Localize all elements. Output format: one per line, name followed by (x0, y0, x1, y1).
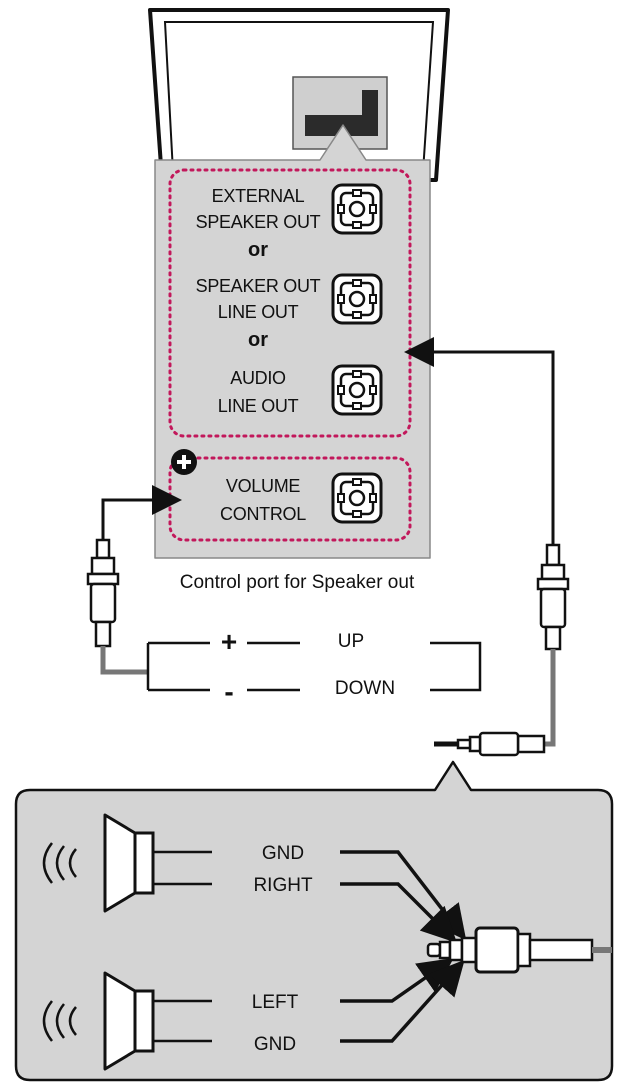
gnd-top-label: GND (262, 843, 304, 864)
speaker-out-line-out-label-line2: LINE OUT (218, 302, 299, 322)
right-channel-label: RIGHT (253, 875, 313, 896)
plus-sign-label: + (221, 626, 237, 657)
audio-line-out-label-line2: LINE OUT (218, 396, 299, 416)
external-speaker-out-port-icon (331, 183, 383, 235)
speaker-out-line-out-label-line1: SPEAKER OUT (196, 276, 321, 296)
plus-badge-icon (171, 449, 197, 475)
right-speaker-icon (42, 813, 155, 913)
stereo-plug-icon (426, 926, 612, 974)
volume-control-label-line1: VOLUME (226, 476, 301, 496)
up-label: UP (338, 631, 364, 652)
speaker-out-line-out-port-icon (331, 273, 383, 325)
or-label-2: or (248, 329, 268, 351)
volume-control-group-outline (168, 456, 412, 542)
down-label: DOWN (335, 678, 395, 699)
audio-out-cable (404, 337, 570, 757)
audio-line-out-label-line1: AUDIO (230, 368, 286, 388)
gnd-bottom-label: GND (254, 1034, 296, 1055)
or-label-1: or (248, 239, 268, 261)
volume-control-label-line2: CONTROL (220, 504, 306, 524)
left-channel-label: LEFT (252, 992, 299, 1013)
speaker-leads (153, 850, 212, 1043)
external-speaker-out-label-line1: EXTERNAL (212, 186, 305, 206)
signal-wires (340, 850, 467, 1043)
minus-sign-label: - (224, 676, 233, 707)
audio-out-group-outline (168, 168, 412, 438)
control-port-caption: Control port for Speaker out (180, 572, 415, 593)
volume-control-cable (86, 485, 182, 675)
left-speaker-icon (42, 971, 155, 1071)
up-down-control-wiring (146, 641, 482, 692)
audio-line-out-port-icon (331, 364, 383, 416)
external-speaker-out-label-line2: SPEAKER OUT (196, 212, 321, 232)
volume-control-port-icon (331, 472, 383, 524)
